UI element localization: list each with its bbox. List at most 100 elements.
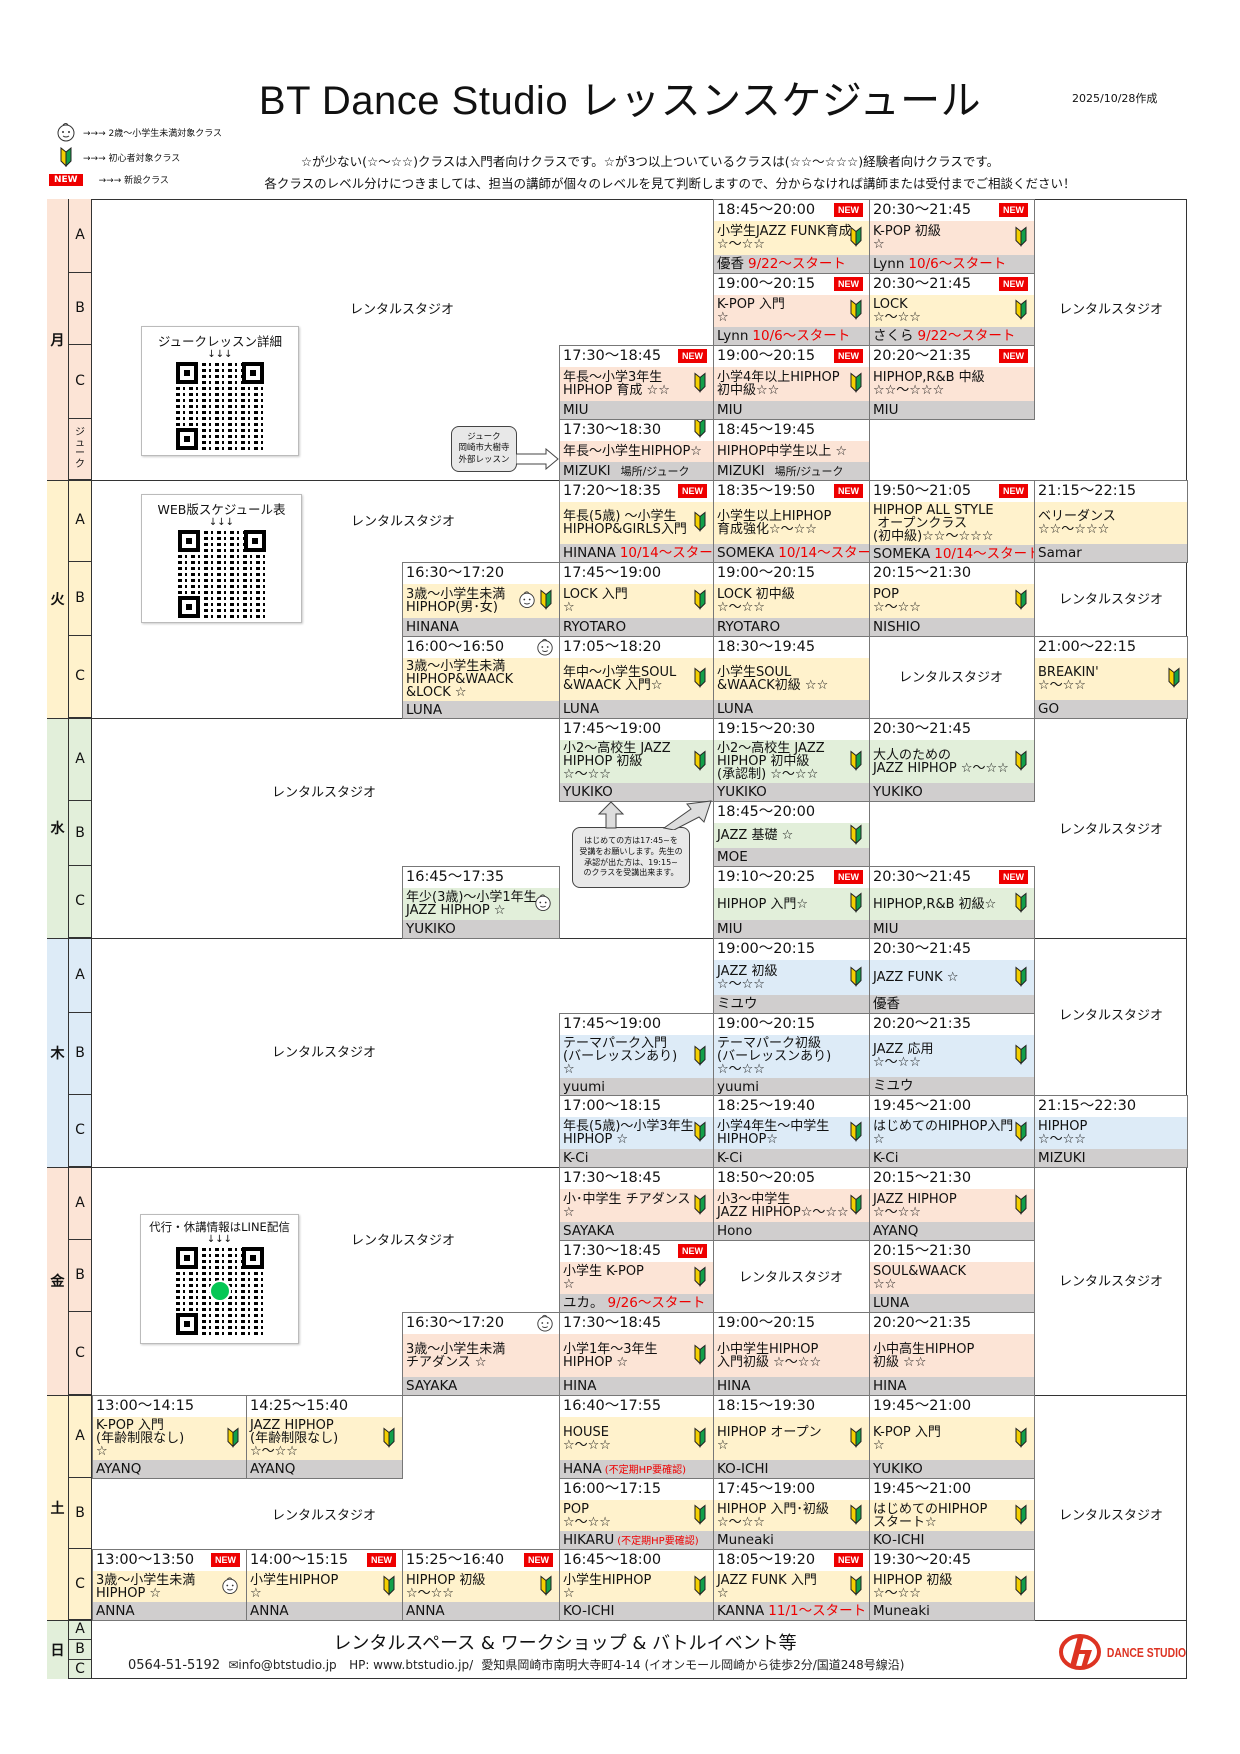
line-qr-panel[interactable]: 代行・休講情報はLINE配信 ↓↓↓ [140, 1214, 299, 1344]
row-label-fri-0: A [69, 1167, 92, 1240]
class-title: LOCK 入門 ☆ [563, 587, 628, 615]
instructor-row: K-Ci [560, 1149, 713, 1167]
new-badge: NEW [999, 203, 1028, 217]
qr-code-icon[interactable] [177, 530, 266, 618]
line-qr-code-icon[interactable] [175, 1247, 264, 1335]
class-body: はじめてのHIPHOP入門 ☆ [870, 1117, 1034, 1149]
instructor-name: MIU [717, 402, 743, 418]
down-arrows: ↓↓↓ [207, 349, 233, 360]
class-body: JAZZ FUNK ☆ [870, 960, 1034, 995]
new-badge: NEW [367, 1553, 396, 1567]
class-title: HIPHOP ALL STYLE オープンクラス (初中級)☆☆～☆☆☆ [873, 503, 994, 544]
line-qr-label: 代行・休講情報はLINE配信 [149, 1220, 290, 1234]
homepage-link[interactable]: HP: www.btstudio.jp/ [349, 1658, 474, 1672]
start-date: 9/26～スタート [607, 1295, 706, 1311]
class-time: 14:25～15:40 [247, 1396, 402, 1417]
class-body: 小学生 K-POP ☆ [560, 1262, 713, 1294]
instructor-row: K-Ci [870, 1149, 1034, 1167]
class-title: 小中高生HIPHOP 初級 ☆☆ [873, 1341, 975, 1370]
beginner-mark-icon [1014, 299, 1028, 323]
row-label-sat-1: B [69, 1478, 92, 1549]
email[interactable]: ✉info@btstudio.jp [228, 1658, 337, 1672]
class-time: 19:00～20:15 [714, 563, 869, 584]
row-label-mon-1: B [69, 273, 92, 345]
phone[interactable]: 0564-51-5192 [128, 1658, 221, 1673]
instructor-name: Muneaki [717, 1532, 774, 1548]
class-time: 18:45～19:45 [714, 420, 869, 441]
web-schedule-qr-panel[interactable]: WEB版スケジュール表 ↓↓↓ [141, 494, 302, 623]
new-badge: NEW [999, 349, 1028, 363]
time-text: 17:30～18:45 [563, 1315, 662, 1331]
instructor-name: AYANQ [250, 1461, 296, 1477]
class-time: 17:30～18:45 [560, 1168, 713, 1189]
new-badge: NEW [999, 870, 1028, 884]
time-text: 18:50～20:05 [717, 1170, 816, 1186]
class-body: 小学生JAZZ FUNK育成 ☆～☆☆ [714, 221, 869, 255]
juke-qr-panel[interactable]: ジュークレッスン詳細 ↓↓↓ [141, 326, 299, 456]
class-time: 17:45～19:00 [560, 719, 713, 740]
qr-code-icon[interactable] [176, 362, 264, 450]
